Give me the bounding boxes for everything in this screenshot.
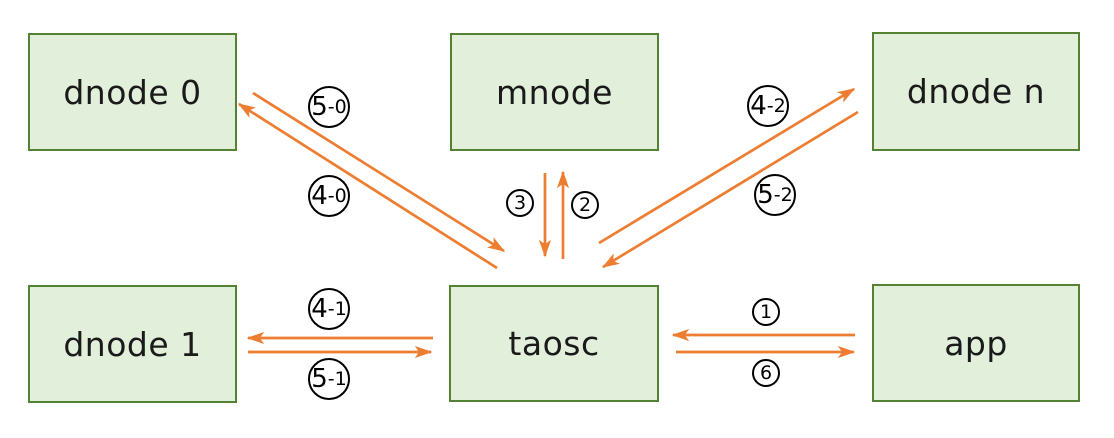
step-number: 4 (311, 294, 328, 324)
arrow-5-0 (252, 91, 506, 253)
node-label: taosc (508, 324, 600, 363)
step-circle-3: 3 (506, 189, 534, 217)
step-circle-1: 1 (752, 298, 780, 326)
step-suffix: -1 (327, 367, 347, 390)
step-suffix: -2 (766, 94, 786, 117)
step-circle-5-1: 5-1 (308, 358, 350, 400)
step-circle-5-2: 5-2 (754, 174, 796, 216)
step-circle-4-1: 4-1 (308, 288, 350, 330)
arrow-5-2 (601, 110, 859, 269)
step-number: 5 (311, 364, 328, 394)
arrow-4-0 (237, 102, 498, 270)
node-label: app (944, 323, 1008, 363)
step-number: 5 (757, 180, 774, 210)
step-suffix: -0 (327, 184, 347, 207)
step-suffix: -1 (327, 297, 347, 320)
node-label: dnode 1 (63, 324, 202, 364)
step-suffix: -0 (327, 95, 347, 118)
step-number: 2 (578, 193, 592, 216)
step-circle-2: 2 (571, 191, 599, 219)
step-number: 5 (311, 92, 328, 122)
node-dnoden: dnode n (872, 32, 1080, 151)
step-circle-5-0: 5-0 (308, 86, 350, 128)
step-number: 6 (759, 361, 773, 384)
step-circle-4-2: 4-2 (747, 85, 789, 127)
arrow-4-2 (598, 87, 856, 245)
node-dnode0: dnode 0 (28, 33, 237, 151)
node-app: app (872, 284, 1080, 402)
node-dnode1: dnode 1 (28, 285, 237, 403)
step-circle-6: 6 (752, 359, 780, 387)
step-number: 4 (311, 181, 328, 211)
node-mnode: mnode (450, 33, 659, 151)
node-label: mnode (495, 72, 613, 112)
step-number: 3 (513, 191, 527, 214)
step-circle-4-0: 4-0 (308, 175, 350, 217)
step-number: 1 (759, 300, 773, 323)
node-label: dnode 0 (63, 72, 202, 112)
node-label: dnode n (906, 72, 1046, 111)
step-number: 4 (750, 91, 767, 121)
step-suffix: -2 (773, 183, 793, 206)
node-taosc: taosc (449, 285, 659, 402)
